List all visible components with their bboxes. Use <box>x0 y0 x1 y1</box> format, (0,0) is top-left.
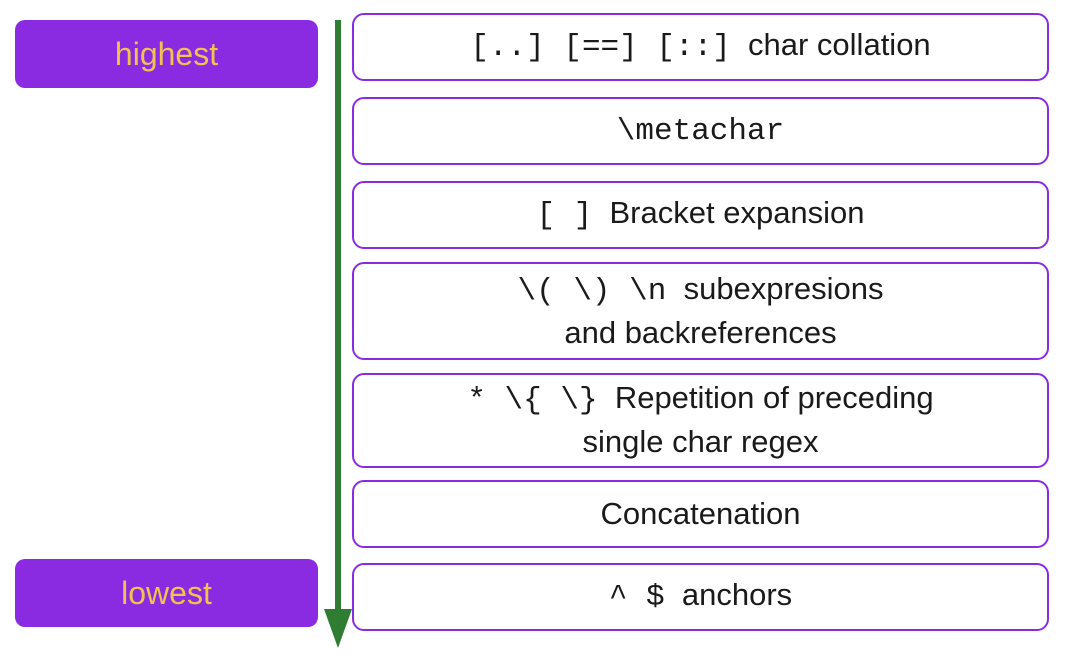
precedence-level-line: \( \) \n subexpresions <box>518 269 884 313</box>
precedence-level-line: \metachar <box>617 109 784 153</box>
precedence-level-line: [ ] Bracket expansion <box>536 193 864 237</box>
description-text: anchors <box>681 577 793 613</box>
precedence-level-repetition: * \{ \} Repetition of preceding single c… <box>352 373 1049 468</box>
description-text-line2: single char regex <box>582 424 819 459</box>
description-text: Bracket expansion <box>609 195 865 231</box>
operator-text: \( \) \n <box>517 273 667 309</box>
precedence-level-bracket-expansion: [ ] Bracket expansion <box>352 181 1049 249</box>
description-text: char collation <box>748 27 931 63</box>
precedence-level-concatenation: Concatenation <box>352 480 1049 548</box>
operator-text: [ ] <box>536 198 593 234</box>
description-text-line2: and backreferences <box>564 314 837 350</box>
precedence-level-metachar: \metachar <box>352 97 1049 165</box>
precedence-level-line: ^ $ anchors <box>609 575 792 619</box>
lowest-label: lowest <box>15 559 318 627</box>
arrow-head <box>324 609 352 648</box>
precedence-arrow <box>324 20 352 648</box>
description-text: Repetition of preceding <box>614 380 934 416</box>
precedence-level-line: [..] [==] [::] char collation <box>470 25 930 69</box>
operator-text: * \{ \} <box>467 383 598 419</box>
operator-text: \metachar <box>616 114 785 150</box>
precedence-level-line: * \{ \} Repetition of preceding <box>467 378 933 422</box>
precedence-level-subexpressions: \( \) \n subexpresions and backreference… <box>352 262 1049 360</box>
description-text: Concatenation <box>600 495 801 531</box>
highest-label: highest <box>15 20 318 88</box>
highest-label-text: highest <box>114 35 219 72</box>
operator-text: [..] [==] [::] <box>470 30 731 66</box>
lowest-label-text: lowest <box>121 574 212 611</box>
operator-text: ^ $ <box>608 580 665 616</box>
precedence-level-anchors: ^ $ anchors <box>352 563 1049 631</box>
precedence-level-char-collation: [..] [==] [::] char collation <box>352 13 1049 81</box>
description-text: subexpresions <box>683 270 884 306</box>
